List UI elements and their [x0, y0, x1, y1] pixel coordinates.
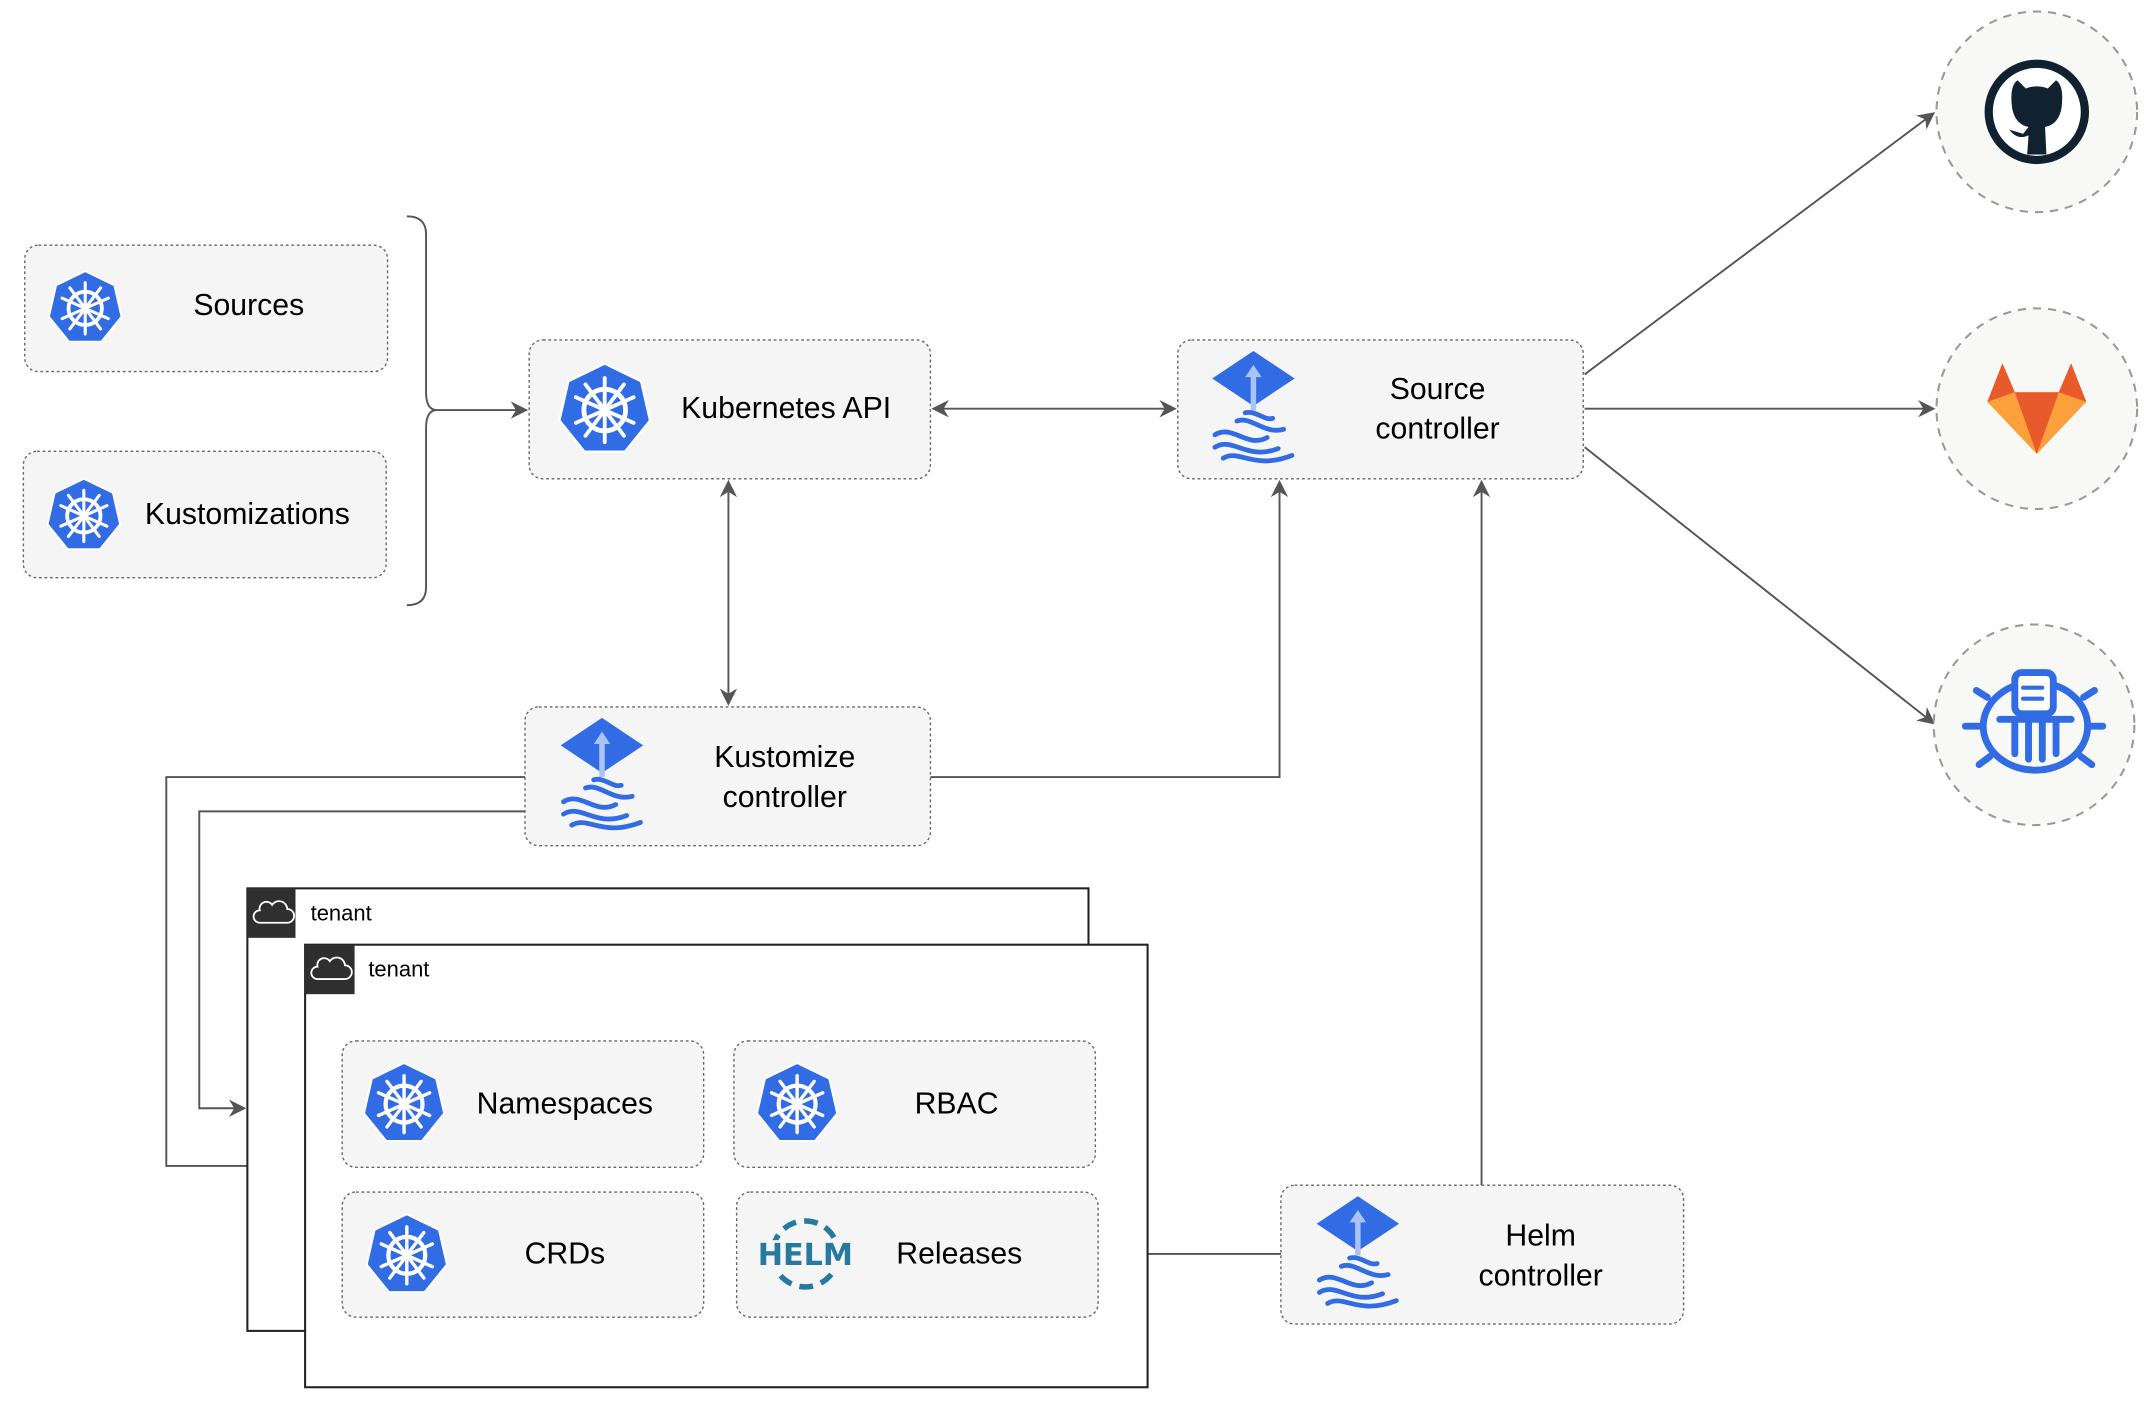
kustomize-controller-label-line2: controller	[723, 781, 847, 814]
kustomizations-label: Kustomizations	[145, 498, 350, 531]
rbac-node[interactable]: RBAC	[733, 1040, 1097, 1169]
kubernetes-api-label: Kubernetes API	[681, 392, 891, 425]
namespaces-node[interactable]: Namespaces	[341, 1040, 705, 1169]
helm-icon: HELM	[755, 1218, 855, 1290]
helm-logo-text: HELM	[758, 1238, 853, 1273]
kustomize-controller-label-line1: Kustomize	[714, 741, 855, 774]
sources-brace	[406, 215, 438, 607]
bucket-icon	[1961, 669, 2107, 774]
helm-controller-label-line2: controller	[1479, 1259, 1603, 1292]
cloud-icon	[252, 900, 295, 924]
kustomize-controller-node[interactable]: Kustomize controller	[524, 706, 932, 847]
rbac-label: RBAC	[915, 1087, 999, 1120]
cloud-icon	[310, 956, 353, 980]
source-controller-node[interactable]: Source controller	[1177, 339, 1584, 480]
source-controller-label-line2: controller	[1375, 413, 1499, 446]
github-node[interactable]	[1935, 10, 2139, 214]
helm-controller-label-line1: Helm	[1505, 1219, 1576, 1252]
gitlab-icon	[1987, 363, 2087, 455]
edge-kustomize-to-source	[930, 479, 1289, 778]
source-controller-label-line1: Source	[1390, 373, 1486, 406]
tenant-label: tenant	[311, 900, 372, 925]
helm-controller-node[interactable]: Helm controller	[1280, 1184, 1685, 1325]
crds-node[interactable]: CRDs	[341, 1191, 705, 1318]
gitlab-node[interactable]	[1935, 307, 2139, 511]
sources-node[interactable]: Sources	[24, 244, 389, 373]
sources-label: Sources	[193, 289, 304, 322]
edge-kustomize-to-tenant-1	[198, 810, 526, 1117]
releases-node[interactable]: HELM Releases	[735, 1191, 1099, 1318]
edge-source-to-github	[1584, 112, 1936, 376]
edge-kustomize-to-tenant-2	[165, 776, 526, 1175]
releases-label: Releases	[896, 1237, 1022, 1270]
crds-label: CRDs	[525, 1237, 606, 1270]
namespaces-label: Namespaces	[477, 1087, 653, 1120]
edge-source-to-bucket	[1584, 446, 1936, 725]
kustomizations-node[interactable]: Kustomizations	[22, 450, 387, 579]
kubernetes-api-node[interactable]: Kubernetes API	[528, 339, 932, 480]
tenant-label: tenant	[368, 957, 429, 982]
github-icon	[1984, 59, 2090, 165]
bucket-node[interactable]	[1932, 623, 2136, 827]
